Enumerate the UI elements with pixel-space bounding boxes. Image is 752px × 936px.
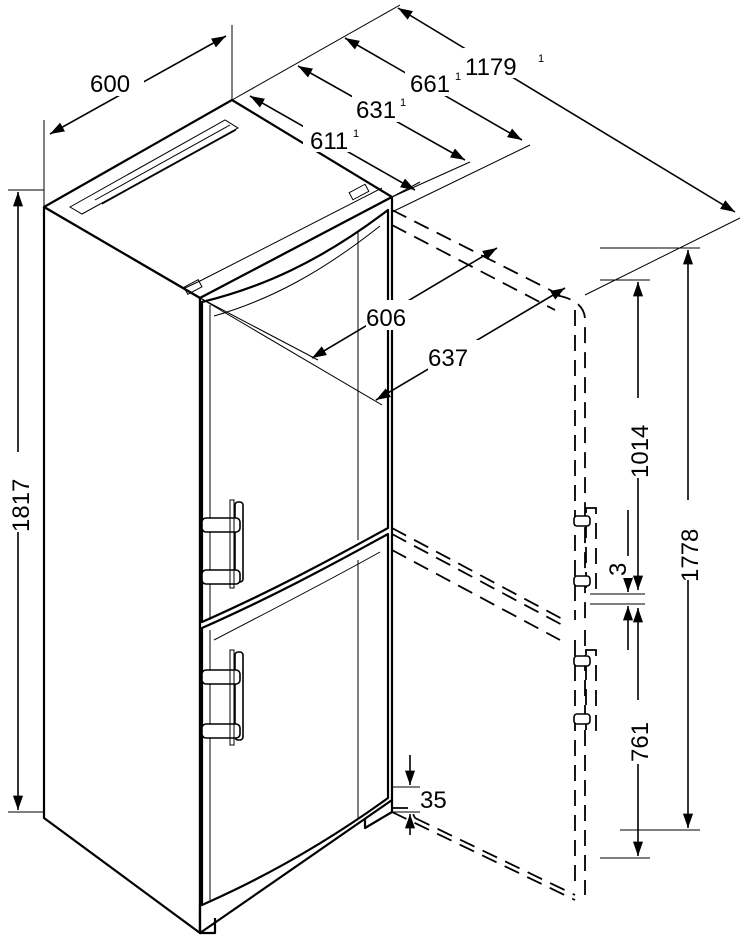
label-631: 631: [356, 97, 396, 124]
label-606: 606: [366, 305, 406, 332]
svg-text:1: 1: [400, 97, 406, 109]
dim-door-637: 637: [199, 287, 566, 406]
label-1179: 1179: [465, 54, 517, 81]
dim-depth-1179: 1179 1: [397, 7, 736, 213]
dim-plinth-35: 35: [392, 755, 447, 835]
label-35: 35: [420, 787, 447, 814]
dim-height-1014: 1014: [600, 279, 654, 590]
label-1014: 1014: [627, 425, 654, 478]
label-661: 661: [410, 71, 450, 98]
dim-gap-3: 3: [590, 510, 645, 650]
label-761: 761: [627, 722, 654, 762]
label-3: 3: [605, 563, 632, 576]
label-611: 611: [310, 128, 348, 155]
dim-height-761: 761: [600, 608, 654, 859]
lower-door: [200, 532, 390, 907]
svg-text:1: 1: [353, 128, 359, 140]
svg-text:1: 1: [538, 53, 544, 65]
label-600: 600: [90, 71, 130, 98]
dim-height-1817: 1817: [4, 189, 44, 813]
label-1778: 1778: [677, 529, 704, 582]
svg-text:1: 1: [455, 71, 461, 83]
fridge-base: [198, 800, 394, 935]
label-637: 637: [428, 345, 468, 372]
open-door-hinges: [573, 515, 591, 725]
label-1817: 1817: [8, 479, 35, 532]
dim-width-600: 600: [43, 25, 233, 207]
